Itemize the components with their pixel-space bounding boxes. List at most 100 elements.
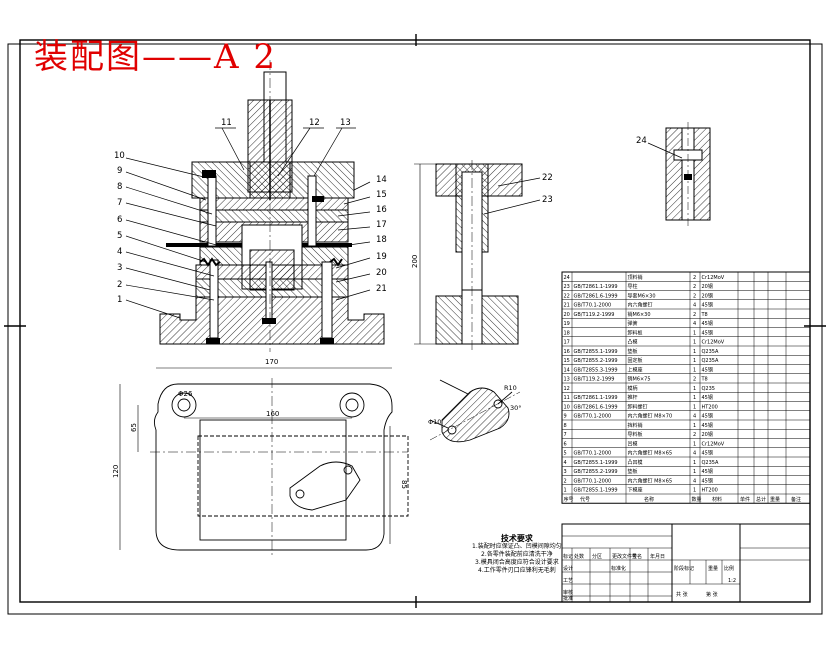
bom-cell: 45钢 (702, 320, 713, 327)
bom-cell: 导套M6×30 (628, 292, 656, 299)
bom-cell: 18 (564, 330, 570, 336)
bom-cell: 卸料螺钉 (628, 403, 648, 410)
bom-cell: 垫板 (628, 348, 638, 355)
bom-cell: 4 (693, 321, 696, 327)
bom-cell: 10 (564, 404, 570, 410)
bom-cell: 顶料销 (628, 274, 643, 281)
callout-7: 7 (117, 198, 122, 208)
titleblock-cell: 更改文件号 (612, 553, 637, 560)
callout-2: 2 (117, 280, 122, 290)
detail-view-24: 24 (636, 122, 711, 226)
bom-cell: 11 (564, 395, 570, 401)
bom-cell: 1 (693, 386, 696, 392)
bom-cell: GB/T2861.6-1999 (574, 293, 618, 299)
callout-8: 8 (117, 182, 122, 192)
bom-cell: Q235A (702, 349, 719, 355)
callout-22: 22 (542, 173, 553, 183)
dim-plan-inner-height: 65 (130, 423, 138, 432)
titleblock-cell: 分区 (592, 553, 602, 560)
bom-cell: 45钢 (702, 394, 713, 401)
bom-cell: GB/T2855.2-1999 (574, 469, 618, 475)
bom-cell: 1 (693, 340, 696, 346)
bom-cell: 销M6×30 (628, 311, 651, 318)
titleblock-cell: 第 张 (706, 591, 718, 598)
bom-cell: 15 (564, 358, 570, 364)
technical-notes: 技术要求 1.装配时应保证凸、凹模间隙均匀 2.各零件装配前应清洗干净 3.模具… (472, 535, 562, 575)
callout-19: 19 (376, 252, 387, 262)
bom-cell: GB/T119.2-1999 (574, 312, 615, 318)
titleblock-cell: 工艺 (563, 578, 573, 584)
guide-post-view: 200 22 23 (411, 160, 553, 350)
bom-cell: Cr12MoV (702, 340, 725, 346)
bom-cell: 45钢 (702, 477, 713, 484)
bom-cell: T8 (701, 312, 708, 318)
titleblock-cell: 阶段标记 (674, 565, 694, 572)
bom-cell: 销M6×75 (628, 376, 651, 383)
part-detail (429, 379, 521, 443)
bom-cell: 凸凹模 (628, 459, 643, 466)
bom-cell: 7 (564, 432, 567, 438)
notes-title: 技术要求 (500, 534, 533, 543)
bom-header-cell: 材料 (712, 496, 722, 503)
callout-3: 3 (117, 263, 122, 273)
titleblock-cell: 标准化 (611, 565, 626, 572)
bom-cell: 1 (693, 488, 696, 494)
bom-cell: 45钢 (702, 329, 713, 336)
bom-cell: 6 (564, 441, 567, 447)
plan-view (119, 367, 409, 556)
bom-cell: 20钢 (702, 283, 713, 290)
bom-cell: 19 (564, 321, 570, 327)
bom-header-cell: 单件 (740, 496, 750, 503)
bom-cell: GB/T2855.1-1999 (574, 488, 618, 494)
callout-13: 13 (340, 118, 351, 128)
bom-cell: GB/T119.2-1999 (574, 377, 615, 383)
bom-cell: Cr12MoV (702, 441, 725, 447)
callout-14: 14 (376, 175, 387, 185)
titleblock-cell: 1:2 (728, 578, 736, 584)
bom-cell: GB/T2861.1-1999 (574, 395, 618, 401)
bom-cell: 1 (693, 460, 696, 466)
bom-cell: 5 (564, 451, 567, 457)
bom-header-cell: 备注 (791, 496, 801, 503)
bom-cell: 13 (564, 377, 570, 383)
bom-table (561, 271, 811, 504)
dim-plan-width: 170 (265, 358, 278, 366)
callout-18: 18 (376, 235, 387, 245)
bom-header-cell: 代号 (580, 496, 590, 503)
bom-cell: 1 (693, 404, 696, 410)
bom-cell: 20钢 (702, 431, 713, 438)
callout-5: 5 (117, 231, 122, 241)
bom-cell: 固定板 (628, 357, 643, 364)
bom-cell: GB/T2855.2-1999 (574, 358, 618, 364)
bom-cell: 21 (564, 303, 570, 309)
bom-cell: 45钢 (702, 413, 713, 420)
bom-header-cell: 名称 (644, 496, 654, 503)
bom-cell: 22 (564, 293, 570, 299)
titleblock-cell: 审核 (563, 589, 573, 596)
callout-10: 10 (114, 151, 125, 161)
bom-cell: Q235A (702, 460, 719, 466)
bom-cell: HT200 (702, 488, 718, 494)
bom-cell: 24 (564, 275, 570, 281)
bom-cell: 2 (693, 284, 696, 290)
bom-cell: 1 (693, 469, 696, 475)
bom-cell: 内六角螺钉 M8×65 (628, 477, 673, 484)
bom-cell: 1 (693, 330, 696, 336)
bom-cell: 凸模 (628, 339, 638, 346)
callout-1: 1 (117, 295, 122, 305)
note-line-3: 3.模具闭合高度应符合设计要求 (475, 559, 559, 566)
bom-cell: GB/T2861.1-1999 (574, 284, 618, 290)
callout-6: 6 (117, 215, 122, 225)
bom-cell: 垫板 (628, 468, 638, 475)
callout-23: 23 (542, 195, 553, 205)
drawing-title: 装配图——A 2 (34, 37, 277, 77)
bom-cell: 17 (564, 340, 570, 346)
titleblock-cell: 签名 (632, 553, 642, 560)
titleblock-cell: 共 张 (676, 591, 688, 598)
bom-cell: GB/T2855.1-1999 (574, 460, 618, 466)
bom-cell: 4 (564, 460, 567, 466)
callout-24: 24 (636, 136, 647, 146)
bom-cell: 3 (564, 469, 567, 475)
bom-cell: 推杆 (628, 394, 638, 401)
